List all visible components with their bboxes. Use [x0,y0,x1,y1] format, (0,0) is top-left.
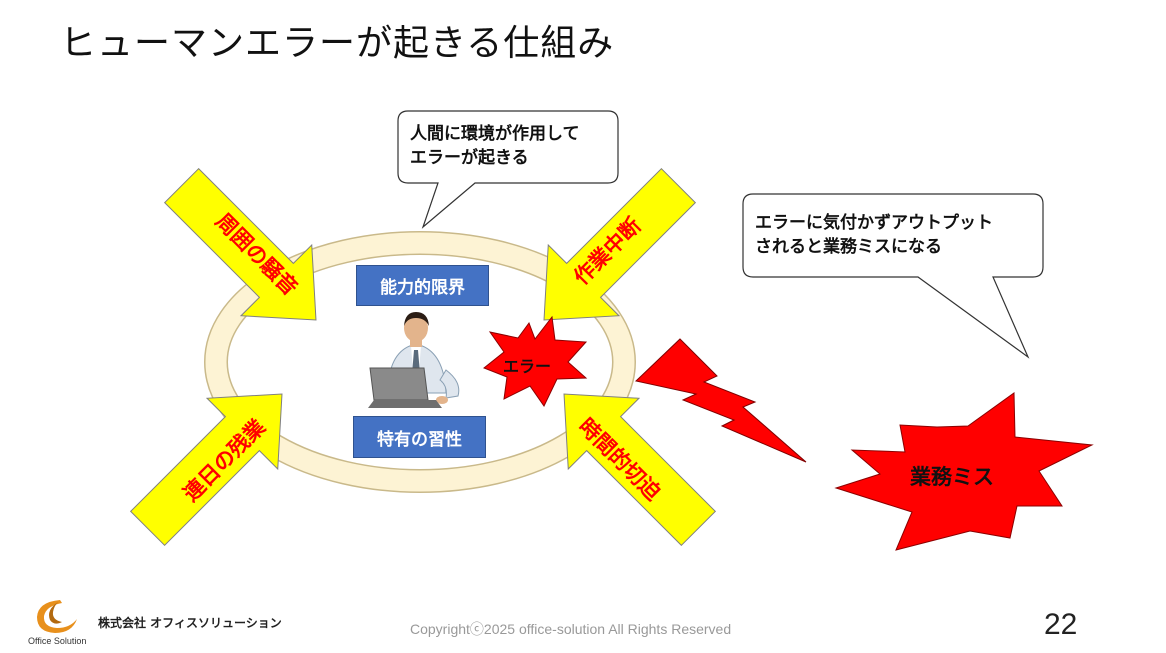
logo-company-name: 株式会社 オフィスソリューション [98,616,282,630]
slide-title: ヒューマンエラーが起きる仕組み [60,23,615,64]
error-burst [483,315,588,407]
office-solution-swirl-logo [37,600,77,633]
arrow-noise [163,167,317,321]
habit-box: 特有の習性 [353,416,486,458]
logo-brand-text: Office Solution [28,636,87,646]
environment-callout-text: 人間に環境が作用して エラーが起きる [410,124,580,168]
environment-callout-bubble [397,110,619,229]
business-mistake-label: 業務ミス [910,465,994,489]
output-callout-bubble [742,193,1044,359]
page-number: 22 [1044,608,1078,641]
error-burst-label: エラー [503,357,552,376]
arrow-overtime [129,393,283,547]
output-callout-text: エラーに気付かずアウトプット されると業務ミスになる [755,213,993,257]
copyright-text: Copyrightⓒ2025 office-solution All Right… [410,621,732,637]
environment-ring-fill [205,232,635,492]
ability-limit-box: 能力的限界 [356,265,489,306]
arrow-time-pressure [563,393,717,547]
arrow-interruption [543,167,697,321]
person-at-laptop-icon [368,312,460,408]
lightning-bolt [634,338,807,463]
business-mistake-burst [834,392,1094,551]
